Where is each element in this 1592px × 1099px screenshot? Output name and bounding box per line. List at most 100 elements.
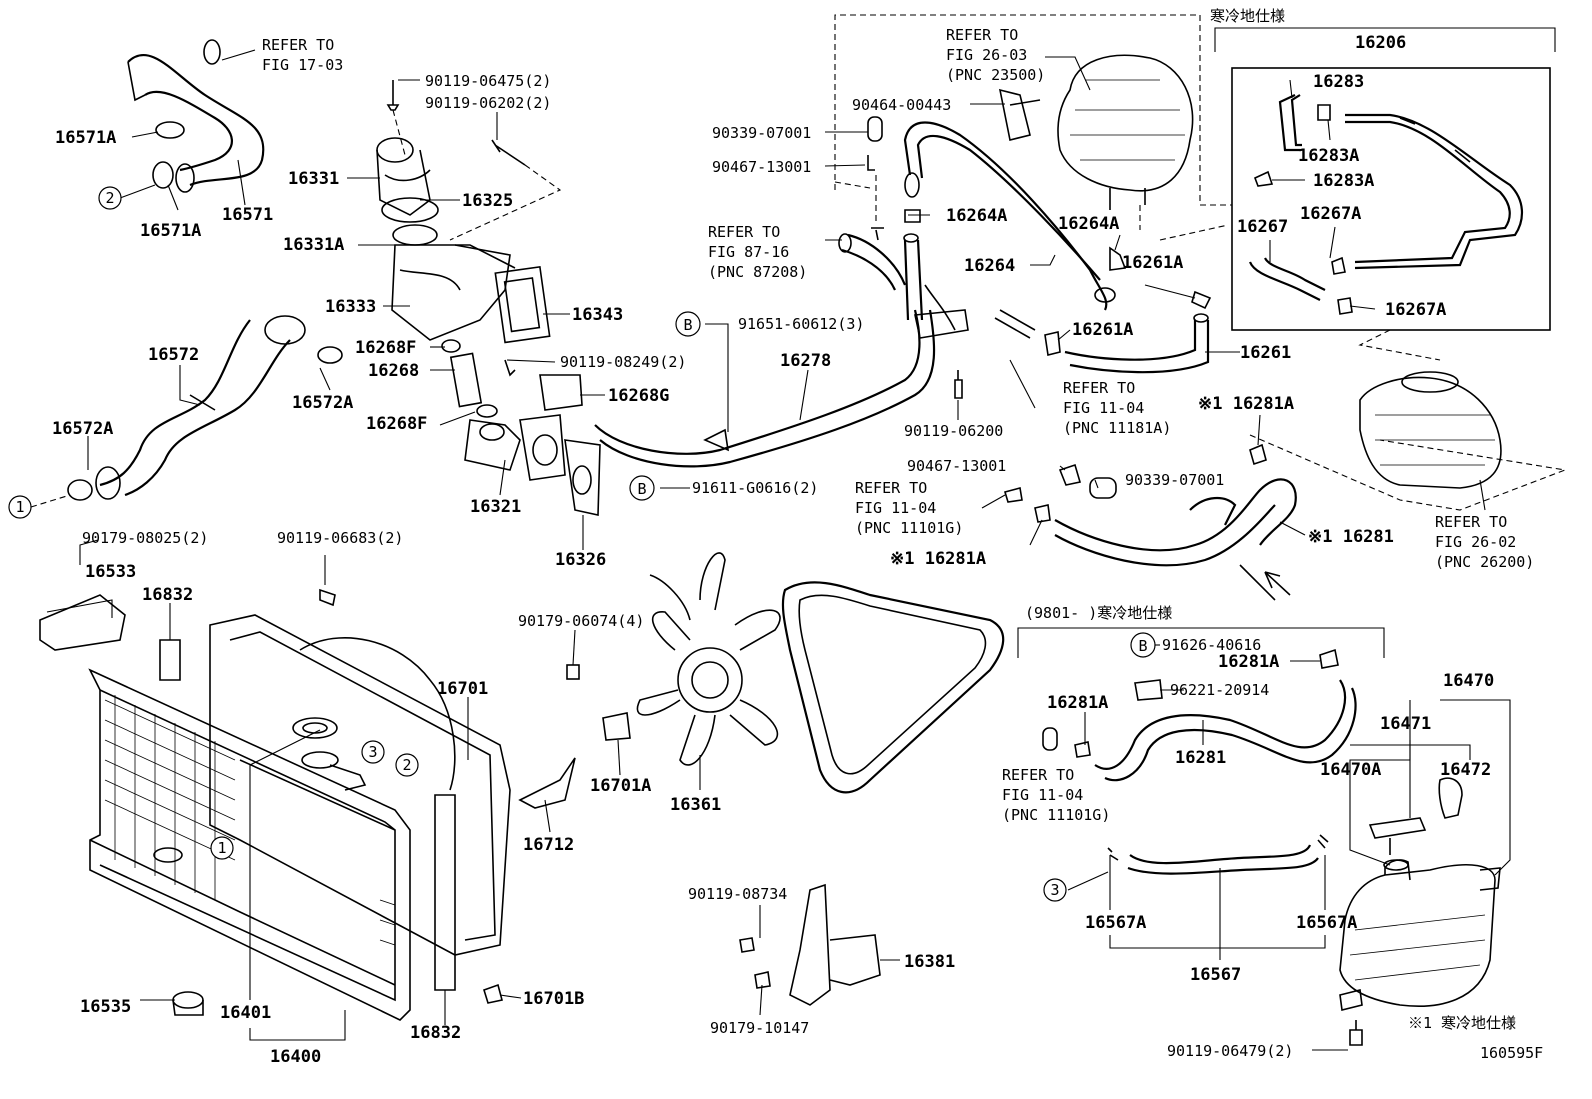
- label-16472: 16472: [1440, 760, 1491, 780]
- water-outlet-assembly: [376, 137, 551, 344]
- fan-16361: [566, 552, 1005, 794]
- label-star-16281A: ※1 16281A: [1198, 394, 1294, 414]
- callout-3-bottom: 3: [1043, 878, 1067, 902]
- label-16343: 16343: [572, 305, 623, 325]
- label-16278: 16278: [780, 351, 831, 371]
- label-16701: 16701: [437, 679, 488, 699]
- refer-87-16-l2: FIG 87-16: [708, 243, 789, 261]
- label-16281A: 16281A: [1047, 693, 1108, 713]
- label-16567A: 16567A: [1296, 913, 1357, 933]
- label-90467-13001: 90467-13001: [907, 457, 1006, 475]
- svg-text:2: 2: [105, 189, 114, 207]
- refer-26-03-l2: FIG 26-03: [946, 46, 1027, 64]
- callout-2-top-left: 2: [98, 186, 122, 210]
- label-16333: 16333: [325, 297, 376, 317]
- refer-11-04-c-l1: REFER TO: [1002, 766, 1074, 784]
- label-star-16281: ※1 16281: [1308, 527, 1394, 547]
- label-90119-06479: 90119-06479(2): [1167, 1042, 1293, 1060]
- label-16268F: 16268F: [355, 338, 416, 358]
- label-16281: 16281: [1175, 748, 1226, 768]
- refer-11-04-a-l3: (PNC 11181A): [1063, 419, 1171, 437]
- label-91651: 91651-60612(3): [738, 315, 864, 333]
- label-90119-06202: 90119-06202(2): [425, 94, 551, 112]
- reservoir-tank-16470: [1339, 777, 1501, 1046]
- label-16264: 16264: [964, 256, 1015, 276]
- refer-26-03-l1: REFER TO: [946, 26, 1018, 44]
- group-boxes: [834, 14, 1556, 658]
- heater-hose-16281-star: [1003, 443, 1297, 601]
- callout-2-radiator: 2: [395, 753, 419, 777]
- heater-hoses-16264-16261: [954, 246, 1212, 399]
- label-16321: 16321: [470, 497, 521, 517]
- refer-26-02-l2: FIG 26-02: [1435, 533, 1516, 551]
- label-16361: 16361: [670, 795, 721, 815]
- bolts-upper: [386, 80, 562, 241]
- refer-17-03-l2: FIG 17-03: [262, 56, 343, 74]
- label-16264A: 16264A: [1058, 214, 1119, 234]
- callout-b-3: B: [1130, 632, 1156, 658]
- callout-1-left: 1: [8, 495, 32, 519]
- refer-11-04-c-l2: FIG 11-04: [1002, 786, 1083, 804]
- label-16572A: 16572A: [292, 393, 353, 413]
- refer-11-04-a-l2: FIG 11-04: [1063, 399, 1144, 417]
- label-90179-10147: 90179-10147: [710, 1019, 809, 1037]
- label-90119-08734: 90119-08734: [688, 885, 787, 903]
- label-16264A: 16264A: [946, 206, 1007, 226]
- water-bypass-pipe-16278: [594, 88, 1116, 468]
- refer-26-02-l1: REFER TO: [1435, 513, 1507, 531]
- callout-circles: 2 1 1 3 2 3 B B B: [8, 186, 1156, 902]
- label-16261: 16261: [1240, 343, 1291, 363]
- svg-text:2: 2: [402, 756, 411, 774]
- label-16325: 16325: [462, 191, 513, 211]
- label-16283A: 16283A: [1313, 171, 1374, 191]
- label-16283A: 16283A: [1298, 146, 1359, 166]
- label-16283: 16283: [1313, 72, 1364, 92]
- label-91626: 91626-40616: [1162, 636, 1261, 654]
- radiator-16400: [39, 594, 503, 1021]
- refer-11-04-b-l3: (PNC 11101G): [855, 519, 963, 537]
- refer-11-04-b-l2: FIG 11-04: [855, 499, 936, 517]
- label-90119-06200: 90119-06200: [904, 422, 1003, 440]
- label-16567A: 16567A: [1085, 913, 1146, 933]
- refer-11-04-b-l1: REFER TO: [855, 479, 927, 497]
- fan-shroud-16701: [209, 588, 576, 956]
- label-16206: 16206: [1355, 33, 1406, 53]
- callout-1-radiator: 1: [210, 836, 234, 860]
- callout-3-radiator: 3: [361, 740, 385, 764]
- refer-17-03-l1: REFER TO: [262, 36, 334, 54]
- label-16571A: 16571A: [140, 221, 201, 241]
- part-labels: REFER TO FIG 17-03 16571A 16571A 16571 9…: [52, 7, 1543, 1067]
- label-16381: 16381: [904, 952, 955, 972]
- label-16267A: 16267A: [1300, 204, 1361, 224]
- lower-hose-16572: [67, 315, 343, 501]
- label-90119-08249: 90119-08249(2): [560, 353, 686, 371]
- label-90119-06683: 90119-06683(2): [277, 529, 403, 547]
- label-96221: 96221-20914: [1170, 681, 1269, 699]
- label-16572A: 16572A: [52, 419, 113, 439]
- upper-radiator-hose-16571: [127, 39, 265, 193]
- svg-text:3: 3: [1050, 881, 1059, 899]
- label-90339-07001: 90339-07001: [712, 124, 811, 142]
- label-16331: 16331: [288, 169, 339, 189]
- label-16471: 16471: [1380, 714, 1431, 734]
- refer-11-04-c-l3: (PNC 11101G): [1002, 806, 1110, 824]
- figure-code: 160595F: [1480, 1044, 1543, 1062]
- leader-lines: [46, 49, 1511, 1051]
- heater-hose-16281: [1042, 648, 1357, 782]
- cold-spec-hoses-16206: [1248, 94, 1523, 315]
- bracket-16381: [739, 883, 881, 1006]
- label-16268F: 16268F: [366, 414, 427, 434]
- heater-unit-26200: [1249, 371, 1568, 511]
- label-16535: 16535: [80, 997, 131, 1017]
- refer-87-16-l3: (PNC 87208): [708, 263, 807, 281]
- callout-b-1: B: [675, 311, 701, 337]
- label-16571A: 16571A: [55, 128, 116, 148]
- label-16572: 16572: [148, 345, 199, 365]
- overflow-hose-16567: [1107, 834, 1329, 875]
- label-16832: 16832: [410, 1023, 461, 1043]
- svg-text:B: B: [1138, 637, 1147, 655]
- refer-87-16-l1: REFER TO: [708, 223, 780, 241]
- label-star-16281A: ※1 16281A: [890, 549, 986, 569]
- label-16701A: 16701A: [590, 776, 651, 796]
- label-90179-08025: 90179-08025(2): [82, 529, 208, 547]
